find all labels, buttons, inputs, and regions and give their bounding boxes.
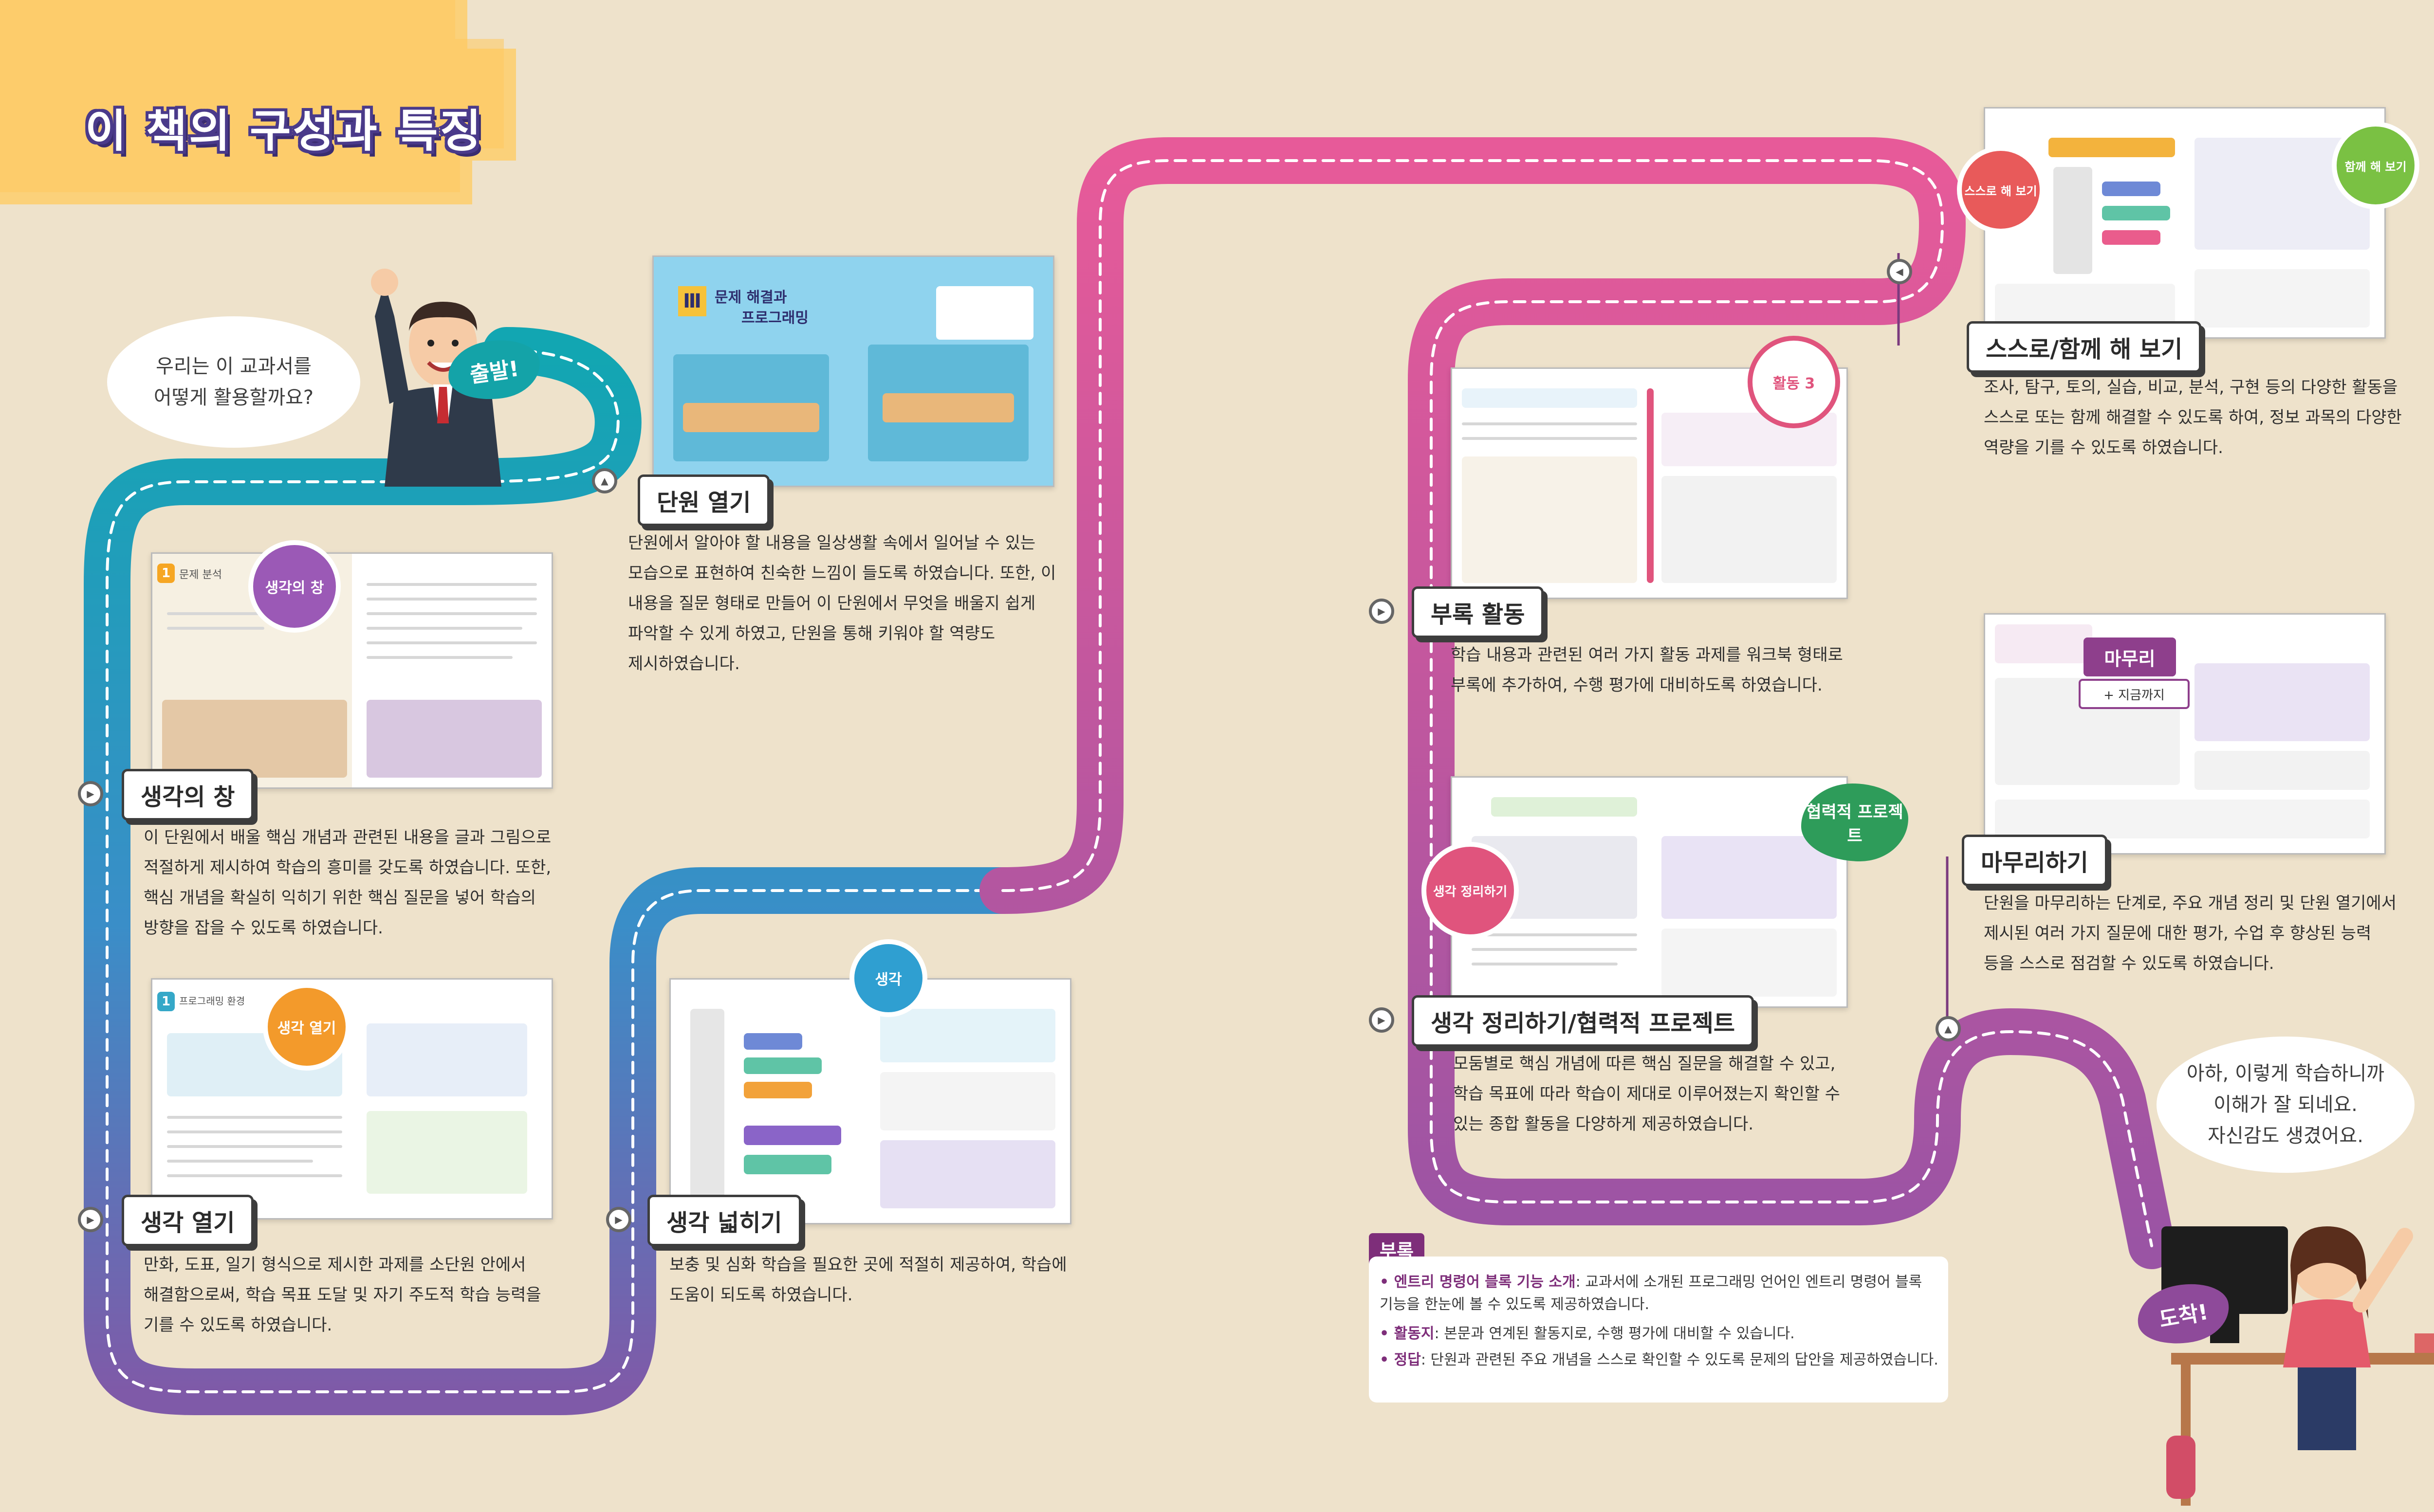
appendix-item-3-key: 정답 <box>1394 1351 1421 1368</box>
thumbnail-unit-open: Ⅲ 문제 해결과 프로그래밍 <box>652 255 1054 487</box>
window-number: 1 <box>157 564 175 583</box>
unit-title-2: 프로그래밍 <box>741 310 809 327</box>
appendix-item-2-text: : 본문과 연계된 활동지로, 수행 평가에 대비할 수 있습니다. <box>1434 1325 1795 1342</box>
start-bubble-line-1: 우리는 이 교과서를 <box>156 355 312 378</box>
desc-appendix-activity: 학습 내용과 관련된 여러 가지 활동 과제를 워크북 형태로 부록에 추가하여… <box>1451 645 1843 695</box>
thinking-window-badge: 생각의 창 <box>248 540 341 633</box>
node-thinking-wide: ▶ <box>606 1207 631 1232</box>
desc-unit-open: 단원에서 알아야 할 내용을 일상생활 속에서 일어날 수 있는 모습으로 표현… <box>628 533 1056 674</box>
node-unit-open: ▲ <box>592 468 617 493</box>
appendix-item-3: • 정답: 단원과 관련된 주요 개념을 스스로 확인할 수 있도록 문제의 답… <box>1380 1351 1938 1368</box>
node-thinking-open: ▶ <box>78 1207 103 1232</box>
label-thinking-window: 생각의 창 <box>122 769 254 820</box>
thumbnail-appendix-activity <box>1451 367 1848 599</box>
thumbnail-thinking-open: 1 프로그래밍 환경 <box>151 978 553 1220</box>
node-wrap-up: ▲ <box>1936 1016 1961 1041</box>
project-badge: 협력적 프로젝트 <box>1801 783 1908 861</box>
thumbnail-thinking-wide <box>669 978 1071 1224</box>
thinking-wide-badge: 생각 <box>849 939 927 1017</box>
appendix-activity-badge: 활동 3 <box>1748 336 1840 428</box>
end-bubble-line-3: 자신감도 생겼어요. <box>2208 1125 2363 1147</box>
thumbnail-summary-project <box>1451 776 1848 1008</box>
appendix-box: • 엔트리 명령어 블록 기능 소개: 교과서에 소개된 프로그래밍 언어인 엔… <box>1369 1257 1948 1403</box>
open-header: 프로그래밍 환경 <box>179 995 245 1007</box>
label-appendix-activity: 부록 활동 <box>1412 586 1544 638</box>
activity-badge-label: 활동 <box>1772 375 1800 392</box>
summary-badge: 생각 정리하기 <box>1421 842 1519 939</box>
desc-thinking-wide: 보충 및 심화 학습을 필요한 곳에 적절히 제공하여, 학습에 도움이 되도록… <box>669 1255 1067 1305</box>
activity-badge-number: 3 <box>1805 375 1815 392</box>
desc-thinking-window: 이 단원에서 배울 핵심 개념과 관련된 내용을 글과 그림으로 적절하게 제시… <box>144 828 552 938</box>
appendix-item-1-text: : 교과서에 소개된 프로그래밍 언어인 엔트리 명령어 블록 기능을 한눈에 … <box>1380 1274 1922 1313</box>
appendix-item-1-key: 엔트리 명령어 블록 기능 소개 <box>1394 1274 1576 1291</box>
teacher-character <box>371 269 501 487</box>
student-character <box>2161 1226 2434 1506</box>
thinking-open-badge: 생각 열기 <box>263 983 350 1071</box>
wrap-up-sub: + 지금까지 <box>2079 679 2190 709</box>
desc-thinking-open: 만화, 도표, 일기 형식으로 제시한 과제를 소단원 안에서 해결함으로써, … <box>144 1255 541 1335</box>
appendix-item-2: • 활동지: 본문과 연계된 활동지로, 수행 평가에 대비할 수 있습니다. <box>1380 1325 1795 1342</box>
title-tab-shape <box>0 0 516 204</box>
together-badge: 함께 해 보기 <box>2332 122 2419 209</box>
label-self-together: 스스로/함께 해 보기 <box>1967 321 2202 373</box>
node-thinking-window: ▶ <box>78 781 103 806</box>
unit-title-1: 문제 해결과 <box>715 289 787 306</box>
end-bubble-line-1: 아하, 이렇게 학습하니까 <box>2186 1062 2385 1085</box>
desc-summary-project: 모둠별로 핵심 개념에 따른 핵심 질문을 해결할 수 있고, 학습 목표에 따… <box>1453 1054 1841 1134</box>
label-thinking-wide: 생각 넓히기 <box>647 1195 801 1246</box>
appendix-item-2-key: 활동지 <box>1394 1325 1435 1342</box>
label-unit-open: 단원 열기 <box>638 474 770 526</box>
appendix-item-1: • 엔트리 명령어 블록 기능 소개: 교과서에 소개된 프로그래밍 언어인 엔… <box>1380 1274 1922 1313</box>
wrap-up-badge: 마무리 <box>2084 638 2176 676</box>
node-appendix-activity: ▶ <box>1369 599 1394 624</box>
open-number: 1 <box>157 992 175 1011</box>
node-self-together: ◀ <box>1887 259 1912 284</box>
window-header: 문제 분석 <box>179 569 222 581</box>
thumbnail-wrap-up <box>1984 613 2386 855</box>
start-bubble-line-2: 어떻게 활용할까요? <box>153 386 314 409</box>
unit-numeral: Ⅲ <box>678 286 706 316</box>
label-wrap-up: 마무리하기 <box>1962 835 2107 886</box>
desc-self-together: 조사, 탐구, 토의, 실습, 비교, 분석, 구현 등의 다양한 활동을 스스… <box>1984 378 2402 457</box>
end-bubble-line-2: 이해가 잘 되네요. <box>2213 1093 2358 1116</box>
appendix-item-3-text: : 단원과 관련된 주요 개념을 스스로 확인할 수 있도록 문제의 답안을 제… <box>1420 1351 1938 1368</box>
thumbnail-thinking-window: 1 문제 분석 <box>151 552 553 789</box>
desc-wrap-up: 단원을 마무리하는 단계로, 주요 개념 정리 및 단원 열기에서 제시된 여러… <box>1984 893 2397 973</box>
page-title: 이 책의 구성과 특징 <box>85 105 483 157</box>
thumbnail-self-together <box>1984 107 2386 339</box>
self-badge: 스스로 해 보기 <box>1957 146 2045 234</box>
node-summary-project: ▶ <box>1369 1007 1394 1033</box>
label-summary-project: 생각 정리하기/협력적 프로젝트 <box>1412 995 1754 1047</box>
label-thinking-open: 생각 열기 <box>122 1195 254 1246</box>
